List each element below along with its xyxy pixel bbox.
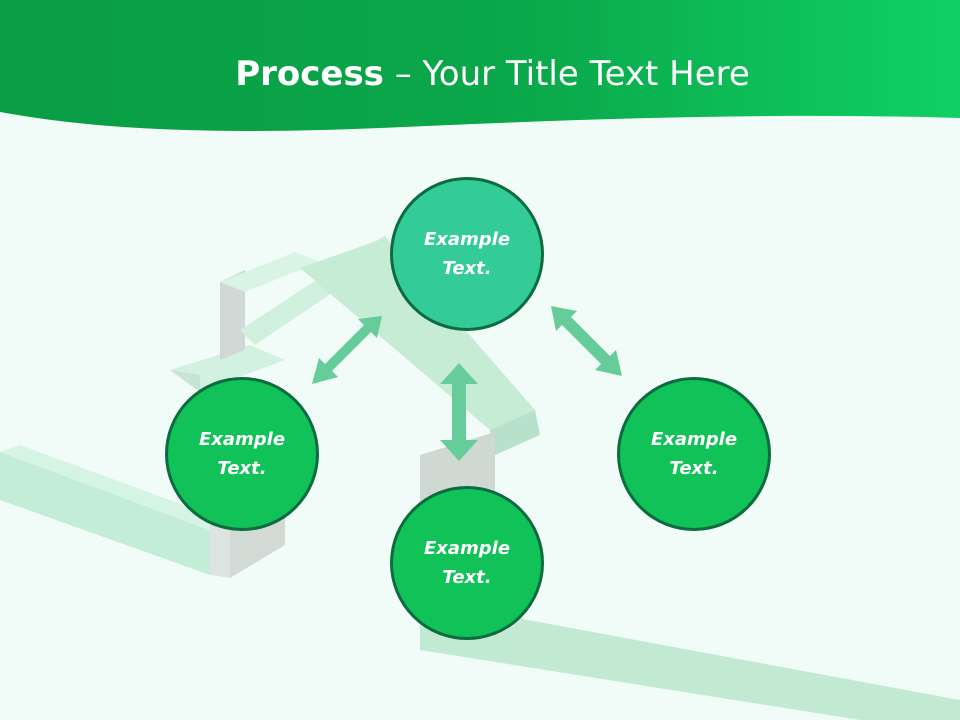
process-node-top[interactable]: Example Text. (390, 177, 544, 331)
title-rest-part: – Your Title Text Here (383, 54, 750, 94)
process-node-bottom[interactable]: Example Text. (390, 486, 544, 640)
node-label: Example Text. (198, 429, 286, 479)
page-title: Process – Your Title Text Here (0, 52, 960, 96)
node-label: Example Text. (423, 538, 511, 588)
header-band (0, 0, 960, 131)
node-label: Example Text. (423, 229, 511, 279)
title-bold-part: Process (235, 54, 384, 94)
process-node-left[interactable]: Example Text. (165, 377, 319, 531)
process-node-right[interactable]: Example Text. (617, 377, 771, 531)
node-label: Example Text. (650, 429, 738, 479)
